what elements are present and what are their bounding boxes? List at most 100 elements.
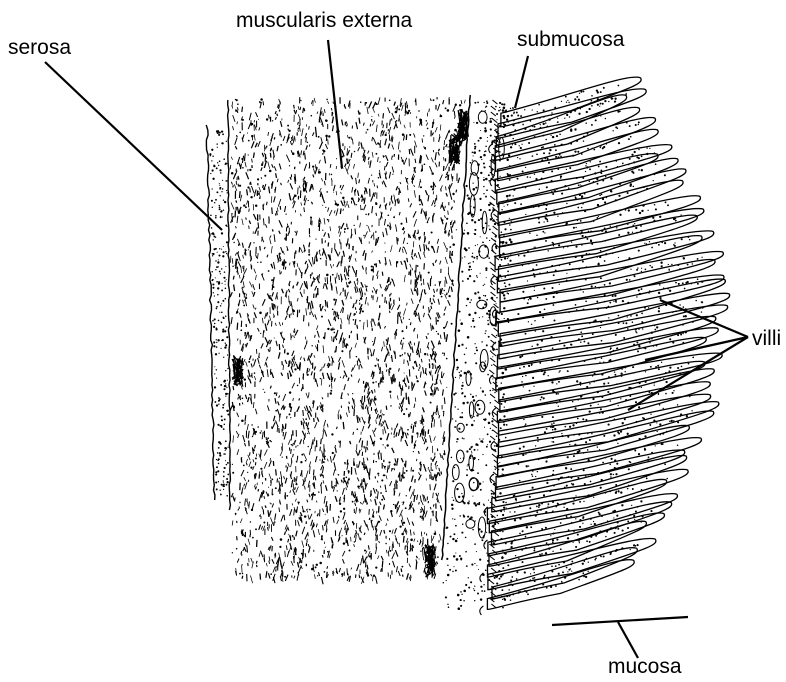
muscle-fiber <box>408 198 409 202</box>
muscle-fiber <box>355 319 356 325</box>
submucosa-cell <box>505 368 508 371</box>
submucosa-cell <box>490 428 491 429</box>
submucosa-cell <box>474 343 475 344</box>
submucosa-cell <box>480 586 482 588</box>
muscle-fiber <box>314 470 315 475</box>
muscle-nucleus <box>242 287 244 289</box>
muscle-fiber <box>401 410 402 412</box>
muscle-nucleus <box>401 533 404 536</box>
muscle-fiber <box>454 111 455 116</box>
submucosa-cell <box>466 305 467 306</box>
muscle-nucleus <box>436 387 438 389</box>
submucosa-cell <box>500 109 501 110</box>
muscle-nucleus <box>434 533 437 536</box>
villus-cell <box>542 231 544 233</box>
villus-cell <box>618 195 620 197</box>
submucosa-cell <box>452 497 453 498</box>
muscle-fiber <box>345 266 346 272</box>
muscle-fiber <box>322 555 323 558</box>
villus-cell <box>631 170 633 172</box>
muscle-nucleus <box>244 378 246 380</box>
muscle-fiber <box>351 331 352 333</box>
muscle-nucleus <box>381 479 383 481</box>
muscle-nucleus <box>365 214 366 215</box>
serosa-cell <box>223 476 225 478</box>
villus-cell <box>543 135 545 137</box>
submucosa-cell <box>496 113 498 115</box>
muscle-nucleus <box>232 552 233 553</box>
villus-cell <box>581 244 583 246</box>
muscle-nucleus <box>423 252 424 253</box>
villus-cell <box>627 302 629 304</box>
muscle-fiber <box>333 102 334 104</box>
muscle-nucleus <box>270 503 271 504</box>
muscle-nucleus <box>398 108 400 110</box>
muscle-nucleus <box>403 522 405 524</box>
submucosa-cell <box>447 565 448 566</box>
submucosa-cell <box>494 577 496 579</box>
submucosa-cell <box>470 458 471 459</box>
muscle-fiber <box>378 359 379 361</box>
muscle-fiber <box>306 341 307 345</box>
muscle-nucleus <box>384 243 385 244</box>
villus-cell <box>579 269 580 270</box>
muscle-nucleus <box>268 487 269 488</box>
villus-cell <box>566 102 567 103</box>
muscle-nucleus <box>375 461 377 463</box>
serosa-cell <box>226 180 228 182</box>
muscle-nucleus <box>319 562 322 565</box>
villus-cell <box>558 168 560 170</box>
villus-cell <box>556 135 558 137</box>
submucosa-cell <box>455 377 456 378</box>
villus-cell <box>643 347 645 349</box>
muscle-fiber <box>412 268 413 270</box>
submucosa-cell <box>493 139 495 141</box>
submucosa-cell <box>466 469 468 471</box>
submucosa-cell <box>504 318 505 319</box>
muscle-fiber <box>438 389 439 391</box>
muscle-fiber <box>415 100 416 102</box>
serosa-cell <box>220 494 222 496</box>
muscle-nucleus <box>237 103 239 105</box>
muscle-fiber <box>267 202 268 205</box>
villus-cell <box>633 344 635 346</box>
muscle-fiber <box>250 182 251 185</box>
serosa-cell <box>226 336 228 338</box>
villus-cell <box>679 372 681 374</box>
submucosa-cell <box>457 408 458 409</box>
muscle-nucleus <box>328 377 330 379</box>
submucosa-cell <box>454 406 455 407</box>
villus-cell <box>638 328 639 329</box>
serosa-cell <box>217 452 219 454</box>
serosa-cell <box>225 395 226 396</box>
submucosa-cell <box>447 574 450 577</box>
muscle-nucleus <box>232 464 233 465</box>
villus-cell <box>658 368 660 370</box>
villus-cell <box>604 294 606 296</box>
serosa-cell <box>218 134 220 136</box>
muscle-nucleus <box>349 146 350 147</box>
muscle-fiber <box>262 506 263 509</box>
villus-cell <box>533 386 534 387</box>
submucosa-cell <box>471 219 473 221</box>
muscle-nucleus <box>266 118 268 120</box>
submucosa-cell <box>454 519 455 520</box>
muscle-nucleus <box>270 573 272 575</box>
muscle-fiber <box>397 237 398 245</box>
submucosa-cell <box>456 359 458 361</box>
serosa-cell <box>217 287 219 289</box>
villus-cell <box>582 203 584 205</box>
muscle-nucleus <box>338 315 339 316</box>
villus-cell <box>541 159 543 161</box>
submucosa-cell <box>507 271 509 273</box>
villus-cell <box>553 212 555 214</box>
submucosa-cell <box>471 206 472 207</box>
serosa-cell <box>225 284 226 285</box>
submucosa-cell <box>501 313 503 315</box>
serosa-cell <box>224 447 226 449</box>
serosa-cell <box>224 467 226 469</box>
muscle-nucleus <box>254 372 256 374</box>
villus-cell <box>557 216 558 217</box>
muscle-fiber <box>347 460 348 465</box>
submucosa-cell <box>502 531 504 533</box>
